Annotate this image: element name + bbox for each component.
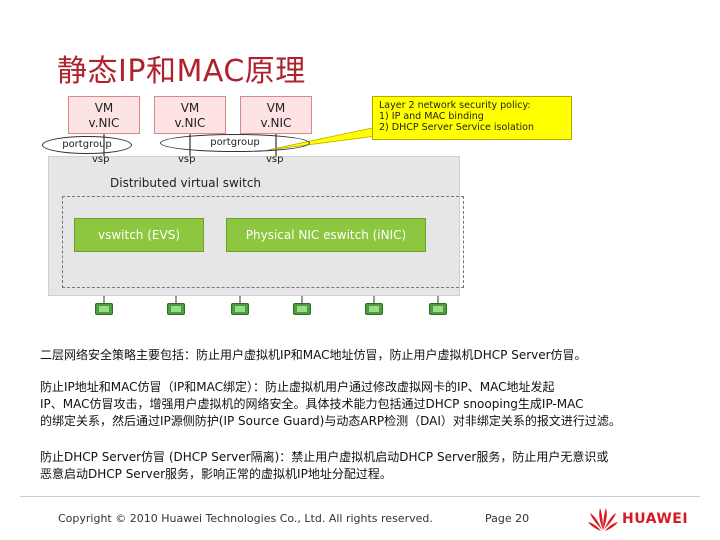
physical-nic-icon bbox=[167, 303, 185, 315]
physical-nic-icon bbox=[293, 303, 311, 315]
vm-label: VM bbox=[180, 101, 200, 115]
switch-container bbox=[62, 196, 464, 288]
slide-title: 静态IP和MAC原理 bbox=[57, 54, 306, 89]
vnic-label: v.NIC bbox=[174, 116, 206, 130]
vsp-label-1: vsp bbox=[92, 154, 110, 165]
portgroup-ellipse-1: portgroup bbox=[42, 136, 132, 154]
network-diagram: VM v.NIC VM v.NIC VM v.NIC portgroup por… bbox=[40, 92, 640, 324]
paragraph-summary: 二层网络安全策略主要包括：防止用户虚拟机IP和MAC地址仿冒，防止用户虚拟机DH… bbox=[40, 347, 700, 364]
dvs-label: Distributed virtual switch bbox=[110, 176, 262, 190]
logo-wordmark: HUAWEI bbox=[622, 511, 689, 527]
physical-eswitch-box: Physical NIC eswitch (iNIC) bbox=[226, 218, 426, 252]
paragraph-line: 恶意启动DHCP Server服务，影响正常的虚拟机IP地址分配过程。 bbox=[40, 467, 392, 481]
vsp-label-3: vsp bbox=[266, 154, 284, 165]
policy-item: 2) DHCP Server Service isolation bbox=[379, 122, 534, 133]
paragraph-line: 的绑定关系，然后通过IP源侧防护(IP Source Guard)与动态ARP检… bbox=[40, 414, 621, 428]
policy-title: Layer 2 network security policy: bbox=[379, 100, 531, 111]
vm-box-3: VM v.NIC bbox=[240, 96, 312, 134]
vm-label: VM bbox=[266, 101, 286, 115]
huawei-flower-icon bbox=[588, 508, 618, 531]
footer-divider bbox=[20, 496, 700, 497]
physical-nic-icon bbox=[231, 303, 249, 315]
vnic-label: v.NIC bbox=[88, 116, 120, 130]
physical-nic-icon bbox=[429, 303, 447, 315]
portgroup-ellipse-2: portgroup bbox=[160, 134, 310, 152]
vm-label: VM bbox=[94, 101, 114, 115]
page-number: Page 20 bbox=[485, 512, 530, 525]
vnic-label: v.NIC bbox=[260, 116, 292, 130]
paragraph-line: 防止IP地址和MAC仿冒（IP和MAC绑定）：防止虚拟机用户通过修改虚拟网卡的I… bbox=[40, 380, 555, 394]
physical-nic-icon bbox=[95, 303, 113, 315]
paragraph-ip-mac: 防止IP地址和MAC仿冒（IP和MAC绑定）：防止虚拟机用户通过修改虚拟网卡的I… bbox=[40, 379, 700, 430]
paragraph-line: 防止DHCP Server仿冒 (DHCP Server隔离)：禁止用户虚拟机启… bbox=[40, 450, 609, 464]
policy-item: 1) IP and MAC binding bbox=[379, 111, 484, 122]
copyright-text: Copyright © 2010 Huawei Technologies Co.… bbox=[58, 512, 433, 525]
security-policy-callout: Layer 2 network security policy: 1) IP a… bbox=[372, 96, 572, 140]
physical-nic-icon bbox=[365, 303, 383, 315]
vm-box-2: VM v.NIC bbox=[154, 96, 226, 134]
paragraph-line: IP、MAC仿冒攻击，增强用户虚拟机的网络安全。具体技术能力包括通过DHCP s… bbox=[40, 397, 584, 411]
huawei-logo: HUAWEI bbox=[586, 502, 706, 534]
vm-box-1: VM v.NIC bbox=[68, 96, 140, 134]
paragraph-dhcp: 防止DHCP Server仿冒 (DHCP Server隔离)：禁止用户虚拟机启… bbox=[40, 449, 700, 483]
vswitch-box: vswitch (EVS) bbox=[74, 218, 204, 252]
paragraph-line: 二层网络安全策略主要包括：防止用户虚拟机IP和MAC地址仿冒，防止用户虚拟机DH… bbox=[40, 348, 587, 362]
vsp-label-2: vsp bbox=[178, 154, 196, 165]
